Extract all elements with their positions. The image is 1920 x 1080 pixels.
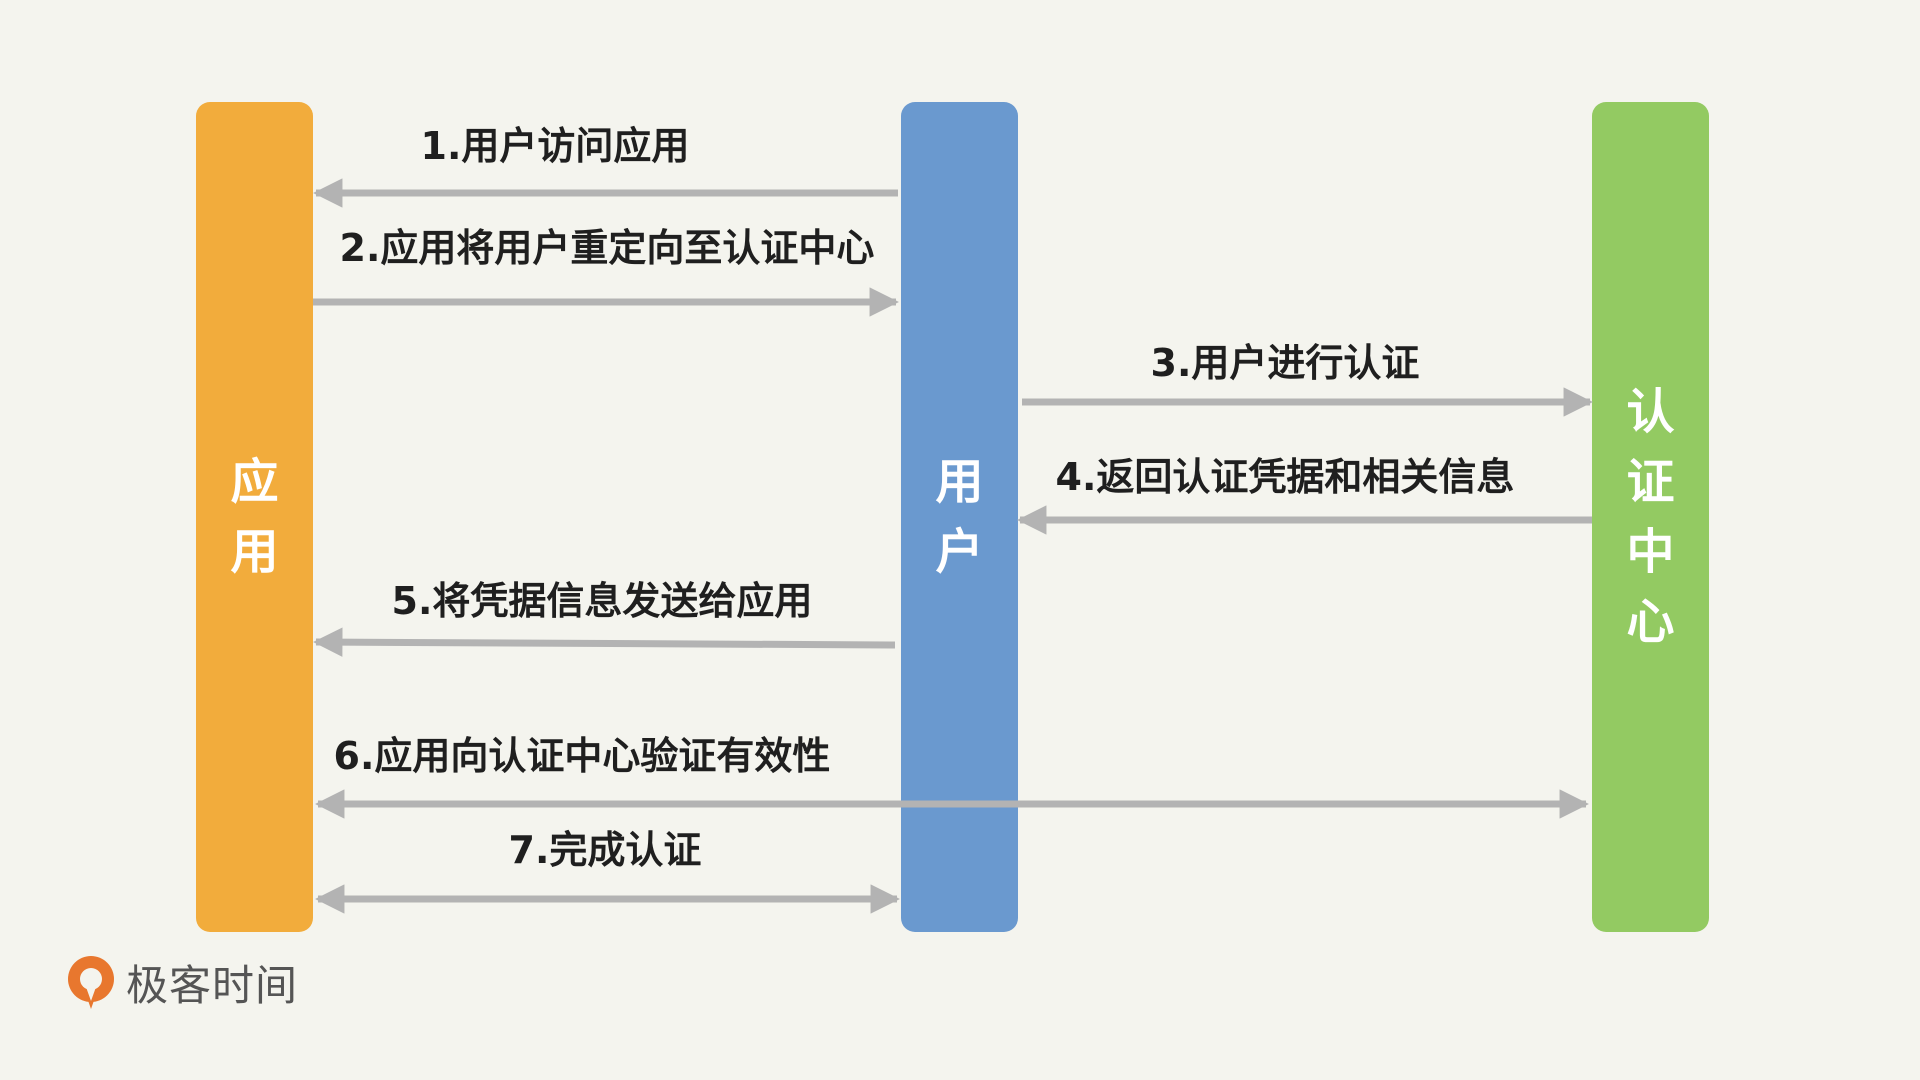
arrow-step-5 [313, 627, 896, 657]
step-4-label: 4.返回认证凭据和相关信息 [1055, 455, 1515, 499]
step-1-label: 1.用户访问应用 [420, 124, 690, 168]
step-7-label: 7.完成认证 [508, 828, 702, 872]
step-6-label: 6.应用向认证中心验证有效性 [333, 734, 831, 778]
participant-user-label: 用 户 [935, 454, 984, 580]
participant-app: 应 用 [196, 102, 313, 932]
geektime-logo-icon [68, 955, 114, 1009]
brand-logo-text: 极客时间 [126, 961, 299, 1010]
step-2-label: 2.应用将用户重定向至认证中心 [339, 226, 875, 270]
step-3-label: 3.用户进行认证 [1150, 341, 1420, 385]
step-5-label: 5.将凭据信息发送给应用 [391, 579, 813, 623]
participant-app-label: 应 用 [230, 454, 279, 580]
participant-auth-center-label: 认 证 中 心 [1626, 384, 1675, 650]
participant-auth-center: 认 证 中 心 [1592, 102, 1709, 932]
brand-logo: 极客时间 [64, 952, 298, 1013]
